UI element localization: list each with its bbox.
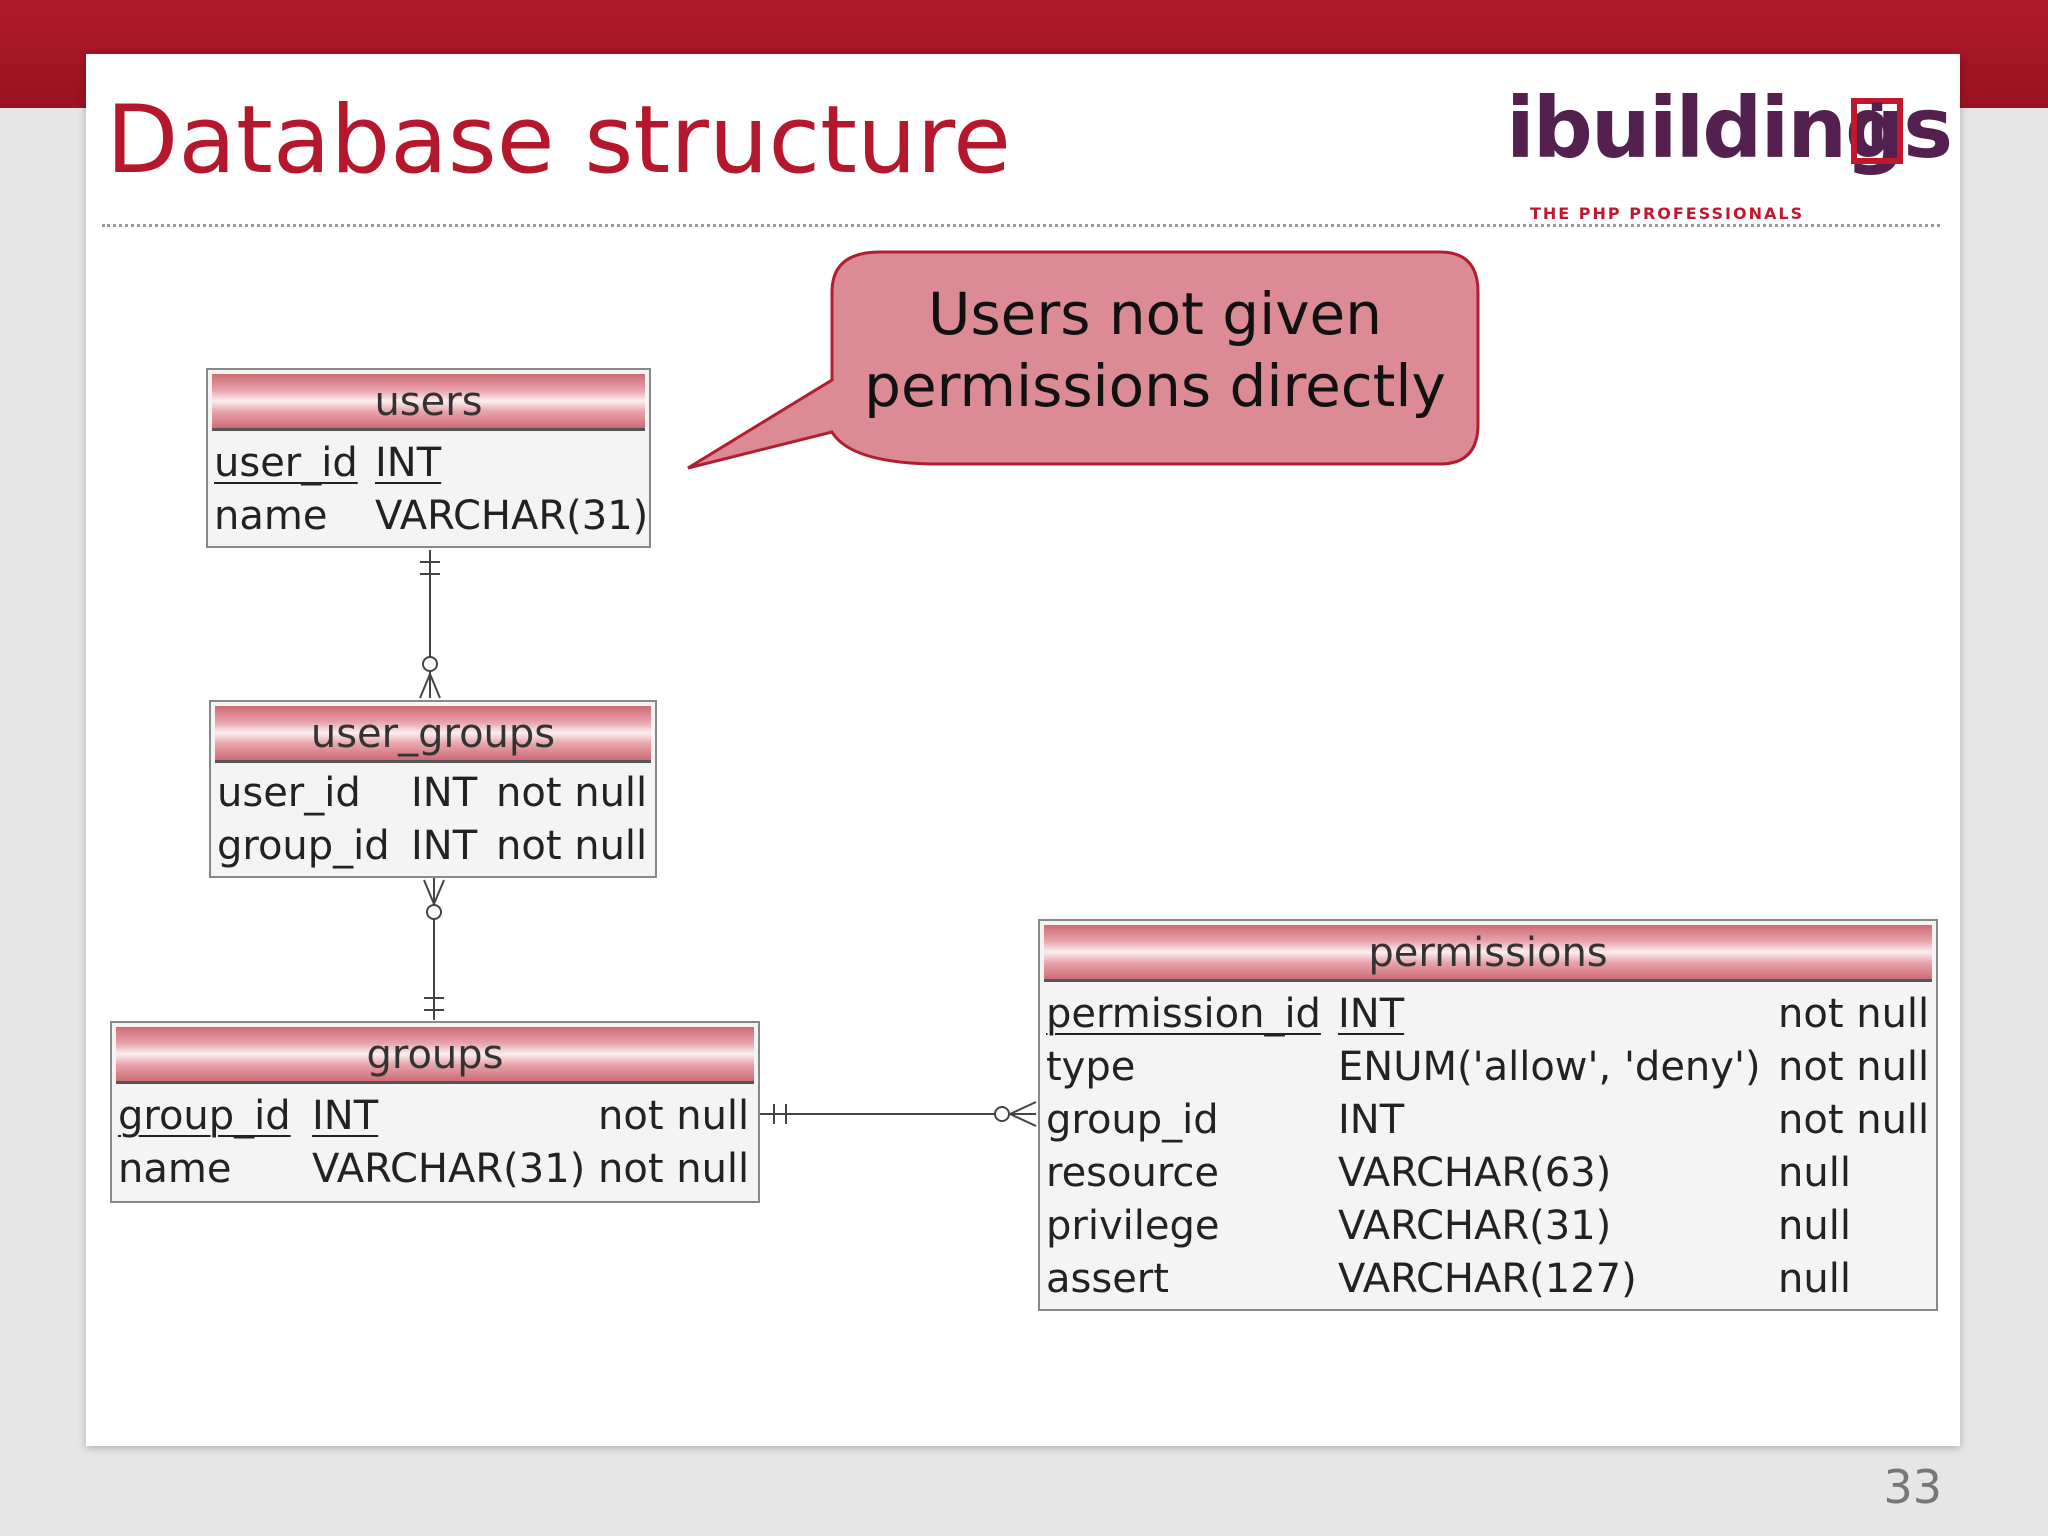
table-row: name VARCHAR(31) xyxy=(208,490,649,543)
relation-user-groups-groups xyxy=(423,878,445,1020)
column-type: INT xyxy=(411,770,478,816)
column-null: not null xyxy=(1778,1097,1930,1143)
relation-groups-permissions xyxy=(760,1101,1037,1127)
logo-bracket-icon: i xyxy=(1851,98,1903,164)
column-name: resource xyxy=(1046,1150,1220,1196)
table-header: groups xyxy=(116,1027,754,1084)
column-type: INT xyxy=(1338,1097,1405,1143)
column-type: INT xyxy=(1338,991,1405,1037)
callout-bubble xyxy=(687,250,1480,470)
column-name: privilege xyxy=(1046,1203,1220,1249)
column-name: group_id xyxy=(118,1093,291,1139)
slide-title: Database structure xyxy=(106,86,1011,195)
table-row: resource VARCHAR(63) null xyxy=(1040,1147,1936,1200)
table-user-groups: user_groups user_id INT not null group_i… xyxy=(209,700,657,878)
table-users: users user_id INT name VARCHAR(31) xyxy=(206,368,651,548)
column-name: group_id xyxy=(217,823,390,869)
callout-text: Users not given permissions directly xyxy=(830,278,1480,422)
page-number: 33 xyxy=(1883,1460,1942,1514)
table-row: group_id INT not null xyxy=(1040,1094,1936,1147)
title-divider xyxy=(102,224,1940,227)
column-name: group_id xyxy=(1046,1097,1219,1143)
table-row: group_id INT not null xyxy=(112,1090,758,1143)
table-row: name VARCHAR(31) not null xyxy=(112,1143,758,1196)
relation-users-user-groups xyxy=(419,550,441,699)
column-type: VARCHAR(31) xyxy=(1338,1203,1612,1249)
table-row: user_id INT xyxy=(208,437,649,490)
column-name: assert xyxy=(1046,1256,1169,1302)
column-name: name xyxy=(118,1146,232,1192)
column-name: user_id xyxy=(214,440,358,486)
column-null: not null xyxy=(598,1146,750,1192)
table-header: permissions xyxy=(1044,925,1932,982)
table-header: user_groups xyxy=(215,706,651,763)
column-null: not null xyxy=(496,823,648,869)
column-type: VARCHAR(31) xyxy=(312,1146,586,1192)
column-type: VARCHAR(63) xyxy=(1338,1150,1612,1196)
column-null: not null xyxy=(496,770,648,816)
logo-tagline: THE PHP PROFESSIONALS xyxy=(1530,204,1805,223)
column-type: INT xyxy=(375,440,442,486)
column-type: VARCHAR(31) xyxy=(375,493,649,539)
column-type: INT xyxy=(411,823,478,869)
column-type: INT xyxy=(312,1093,379,1139)
table-groups: groups group_id INT not null name VARCHA… xyxy=(110,1021,760,1203)
column-type: ENUM('allow', 'deny') xyxy=(1338,1044,1761,1090)
column-name: permission_id xyxy=(1046,991,1321,1037)
column-name: type xyxy=(1046,1044,1136,1090)
column-null: not null xyxy=(1778,991,1930,1037)
table-row: type ENUM('allow', 'deny') not null xyxy=(1040,1041,1936,1094)
logo-bracket-letter: i xyxy=(1866,93,1888,163)
table-permissions: permissions permission_id INT not null t… xyxy=(1038,919,1938,1311)
column-null: null xyxy=(1778,1203,1851,1249)
column-null: null xyxy=(1778,1256,1851,1302)
callout-line-1: Users not given xyxy=(928,280,1382,348)
table-row: assert VARCHAR(127) null xyxy=(1040,1253,1936,1306)
ibuildings-logo: ibuildings i THE PHP PROFESSIONALS xyxy=(1506,86,1953,236)
column-null: not null xyxy=(1778,1044,1930,1090)
column-type: VARCHAR(127) xyxy=(1338,1256,1637,1302)
table-row: permission_id INT not null xyxy=(1040,988,1936,1041)
callout-line-2: permissions directly xyxy=(864,352,1446,420)
table-row: user_id INT not null xyxy=(211,767,655,820)
column-name: user_id xyxy=(217,770,361,816)
table-row: group_id INT not null xyxy=(211,820,655,873)
column-null: null xyxy=(1778,1150,1851,1196)
table-header: users xyxy=(212,374,645,431)
column-name: name xyxy=(214,493,328,539)
column-null: not null xyxy=(598,1093,750,1139)
table-row: privilege VARCHAR(31) null xyxy=(1040,1200,1936,1253)
